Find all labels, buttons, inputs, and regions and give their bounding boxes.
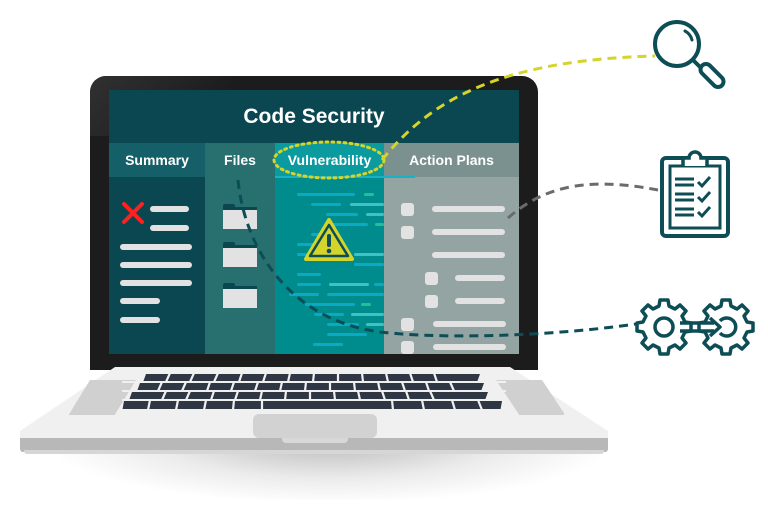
tab-files[interactable]: Files: [205, 143, 275, 177]
summary-line: [120, 244, 192, 250]
plan-line: [455, 298, 505, 304]
tab-action-plans[interactable]: Action Plans: [384, 143, 519, 177]
checkbox[interactable]: [401, 226, 414, 239]
summary-line: [120, 280, 192, 286]
summary-line: [150, 206, 189, 212]
summary-line: [120, 298, 160, 304]
tab-vulnerability[interactable]: Vulnerability: [275, 143, 384, 177]
folder-icon[interactable]: [223, 242, 257, 267]
speaker-right: [496, 380, 564, 415]
clipboard-checklist-icon: [660, 150, 730, 238]
plan-line: [432, 229, 505, 235]
warning-triangle-icon: [304, 218, 354, 261]
plan-line: [432, 252, 505, 258]
laptop-screen: Code Security Summary Files Vulnerabilit…: [109, 90, 519, 354]
lid-notch: [282, 438, 348, 443]
speaker-left: [68, 380, 136, 415]
trackpad[interactable]: [253, 414, 377, 438]
yellow-connector: [380, 54, 656, 161]
laptop-front-edge: [20, 438, 608, 452]
folder-icon[interactable]: [223, 204, 257, 229]
gears-process-icon: [635, 298, 755, 356]
summary-line: [150, 225, 189, 231]
checkbox[interactable]: [401, 318, 414, 331]
vulnerability-highlight-ellipse: [272, 140, 386, 180]
red-x-icon: [122, 202, 144, 224]
checkbox[interactable]: [401, 341, 414, 354]
keyboard[interactable]: [122, 373, 506, 411]
plan-line: [455, 275, 505, 281]
summary-line: [120, 317, 160, 323]
page-title: Code Security: [243, 104, 385, 128]
checkbox[interactable]: [401, 203, 414, 216]
summary-line: [120, 262, 192, 268]
plan-line: [433, 344, 506, 350]
plan-line: [432, 206, 505, 212]
laptop-front-lip: [24, 450, 604, 454]
magnifying-glass-icon: [653, 20, 726, 90]
plan-line: [433, 321, 506, 327]
gray-connector: [507, 182, 659, 220]
teal-connector: [236, 179, 637, 338]
folder-icon[interactable]: [223, 283, 257, 308]
checkbox[interactable]: [425, 272, 438, 285]
checkbox[interactable]: [425, 295, 438, 308]
tab-summary[interactable]: Summary: [109, 143, 205, 177]
